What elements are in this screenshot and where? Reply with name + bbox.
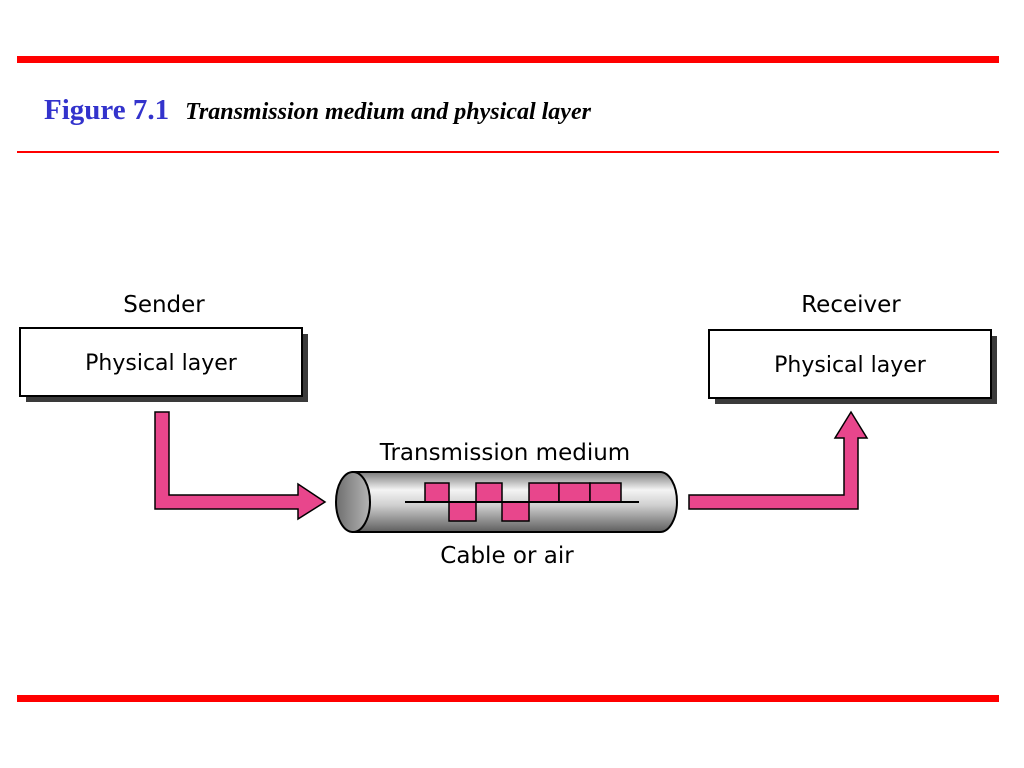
heading-divider [17,151,999,153]
figure-number: Figure 7.1 [44,94,170,126]
signal-pulse-6 [558,482,591,503]
top-red-rule [17,56,999,63]
signal-pulse-7 [589,482,622,503]
medium-heading: Transmission medium [379,440,630,466]
sender-box-label: Physical layer [85,351,238,376]
receiver-box-label: Physical layer [774,353,927,378]
signal-pulse-3 [475,482,503,503]
receiver-heading: Receiver [801,292,901,318]
figure-caption: Transmission medium and physical layer [185,99,591,125]
signal-pulse-1 [424,482,450,503]
receiver-physical-layer-box: Physical layer [708,329,997,404]
signal-waveform [405,482,639,522]
medium-to-receiver-arrow [688,410,869,510]
medium-caption: Cable or air [440,543,574,569]
figure-heading: Figure 7.1 Transmission medium and physi… [44,94,591,127]
sender-to-medium-arrow [154,411,327,521]
signal-pulse-5 [528,482,560,503]
signal-pulse-2 [448,501,477,522]
sender-heading: Sender [123,292,205,318]
bottom-red-rule [17,695,999,702]
signal-pulse-4 [501,501,530,522]
sender-physical-layer-box: Physical layer [19,327,308,402]
